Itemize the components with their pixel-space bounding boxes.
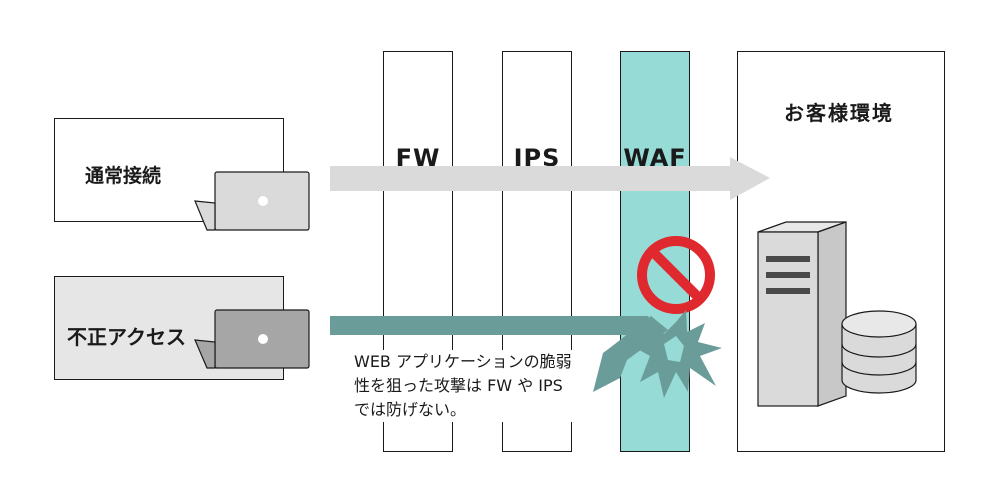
prohibited-icon — [637, 236, 715, 314]
attack-note: WEB アプリケーションの脆弱 性を狙った攻撃は FW や IPS では防げない… — [352, 350, 574, 422]
attack-arrow — [330, 316, 668, 392]
laptop-icon — [194, 309, 310, 369]
note-line-1: WEB アプリケーションの脆弱 — [354, 352, 572, 371]
normal-connection-arrow — [330, 157, 770, 200]
note-line-3: では防げない。 — [354, 400, 467, 419]
server-tower-icon — [757, 221, 847, 407]
burst-icon — [632, 310, 722, 398]
note-line-2: 性を狙った攻撃は FW や IPS — [354, 376, 563, 395]
normal-connection-label: 通常接続 — [85, 165, 162, 187]
laptop-icon — [194, 171, 310, 231]
normal-connection-box: 通常接続 — [54, 118, 284, 222]
customer-environment-label: お客様環境 — [784, 101, 894, 125]
database-icon — [841, 310, 917, 394]
illegal-access-label: 不正アクセス — [67, 325, 186, 349]
